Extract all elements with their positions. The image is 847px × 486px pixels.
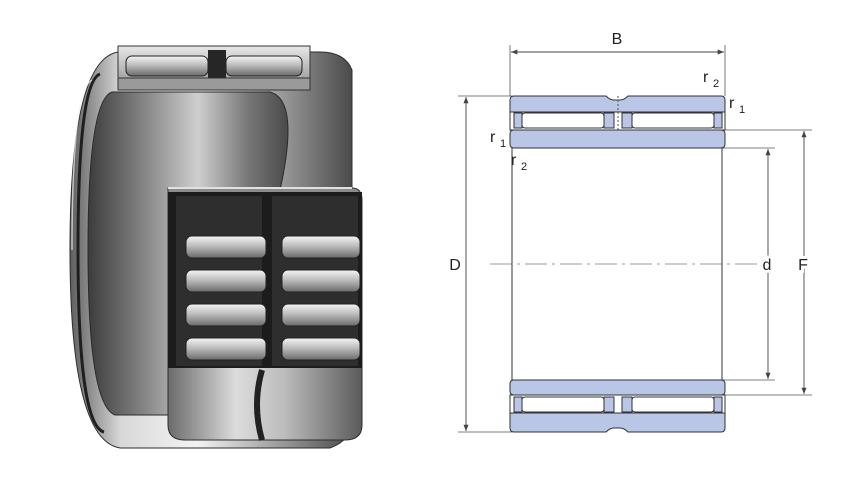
label-r2-top-right: r 2 xyxy=(703,69,719,90)
extension-lines xyxy=(458,45,812,433)
top-roller-section xyxy=(117,45,311,91)
svg-text:2: 2 xyxy=(713,78,719,90)
outer-ring-section-bottom xyxy=(509,412,726,433)
roller-section xyxy=(631,112,715,129)
roller xyxy=(281,337,361,361)
roller xyxy=(185,337,267,361)
label-r2-left: r 2 xyxy=(511,152,527,173)
svg-text:r: r xyxy=(511,152,517,169)
label-d: d xyxy=(763,257,772,274)
roller xyxy=(185,303,267,327)
roller-section xyxy=(521,396,605,413)
top-section xyxy=(509,95,726,149)
svg-text:1: 1 xyxy=(739,104,745,116)
outer-ring xyxy=(69,51,353,449)
svg-text:r: r xyxy=(729,95,735,112)
needle-rollers xyxy=(185,235,361,361)
roller xyxy=(281,269,361,293)
label-F: F xyxy=(798,257,808,274)
roller xyxy=(281,235,361,259)
svg-text:r: r xyxy=(703,69,709,86)
roller-section xyxy=(631,396,715,413)
bottom-section xyxy=(509,379,726,433)
bearing-3d-render xyxy=(69,45,363,449)
label-r1-top-right: r 1 xyxy=(729,95,745,116)
roller xyxy=(281,303,361,327)
dimension-lines xyxy=(463,49,807,431)
bore-outline xyxy=(511,148,723,380)
label-D: D xyxy=(449,257,461,274)
svg-text:1: 1 xyxy=(500,138,506,150)
label-r1-left: r 1 xyxy=(490,129,506,150)
roller xyxy=(185,269,267,293)
roller-section xyxy=(521,112,605,129)
svg-text:r: r xyxy=(490,129,496,146)
inner-ring-section-bottom xyxy=(509,379,726,396)
label-B: B xyxy=(612,31,623,48)
svg-text:2: 2 xyxy=(521,161,527,173)
inner-ring-section-top xyxy=(509,129,726,149)
roller xyxy=(185,235,267,259)
